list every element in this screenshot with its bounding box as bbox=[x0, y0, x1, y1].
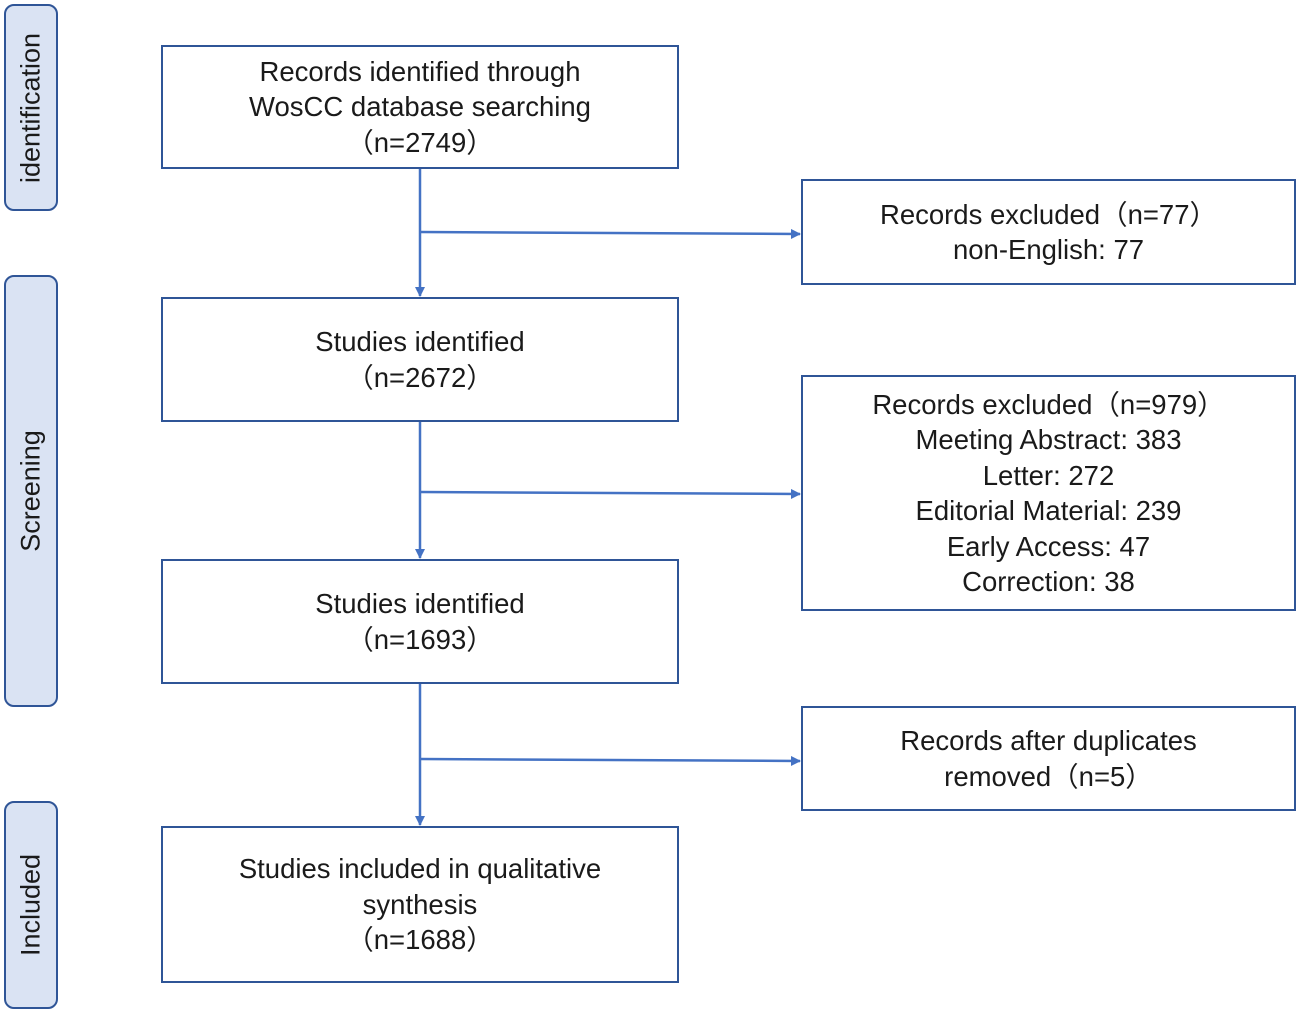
box-line: Editorial Material: 239 bbox=[915, 495, 1182, 526]
stage-identification: identification bbox=[4, 4, 58, 211]
box-line: Meeting Abstract: 383 bbox=[915, 424, 1182, 455]
box-line: Studies included in qualitative bbox=[238, 853, 602, 885]
box-line: Correction: 38 bbox=[962, 566, 1135, 597]
box-line: Early Access: 47 bbox=[946, 530, 1151, 562]
box-line: Studies identified bbox=[315, 588, 525, 619]
arrow-to-duplicates bbox=[419, 755, 801, 766]
box-line: Records identified through bbox=[259, 55, 581, 87]
box-excluded-non-english: Records excluded（n=77） non-English: 77 bbox=[801, 179, 1296, 285]
box-line: （n=1693） bbox=[346, 623, 494, 655]
box-line: WosCC database searching bbox=[249, 91, 591, 123]
box-line: （n=2672） bbox=[346, 361, 494, 393]
box-excluded-document-types: Records excluded（n=979） Meeting Abstract… bbox=[801, 375, 1296, 611]
box-line: removed（n=5） bbox=[944, 760, 1153, 792]
box-line: （n=2749） bbox=[346, 126, 494, 158]
box-records-identified: Records identified through WosCC databas… bbox=[161, 45, 679, 169]
box-line: synthesis bbox=[362, 888, 478, 920]
box-studies-identified-1: Studies identified （n=2672） bbox=[161, 297, 679, 422]
box-studies-identified-2: Studies identified （n=1693） bbox=[161, 559, 679, 684]
box-line: Letter: 272 bbox=[982, 459, 1115, 491]
box-duplicates-removed: Records after duplicates removed（n=5） bbox=[801, 706, 1296, 811]
stage-screening: Screening bbox=[4, 275, 58, 707]
arrow-to-document-types bbox=[419, 488, 801, 499]
arrow-to-non-english bbox=[419, 228, 801, 239]
box-line: non-English: 77 bbox=[952, 234, 1145, 265]
box-line: （n=1688） bbox=[346, 924, 494, 956]
stage-included: Included bbox=[4, 801, 58, 1009]
box-line: Records excluded（n=77） bbox=[879, 198, 1218, 230]
box-line: Records after duplicates bbox=[900, 725, 1197, 756]
box-studies-included: Studies included in qualitative synthesi… bbox=[161, 826, 679, 983]
box-line: Records excluded（n=979） bbox=[872, 388, 1225, 420]
box-line: Studies identified bbox=[315, 326, 525, 357]
